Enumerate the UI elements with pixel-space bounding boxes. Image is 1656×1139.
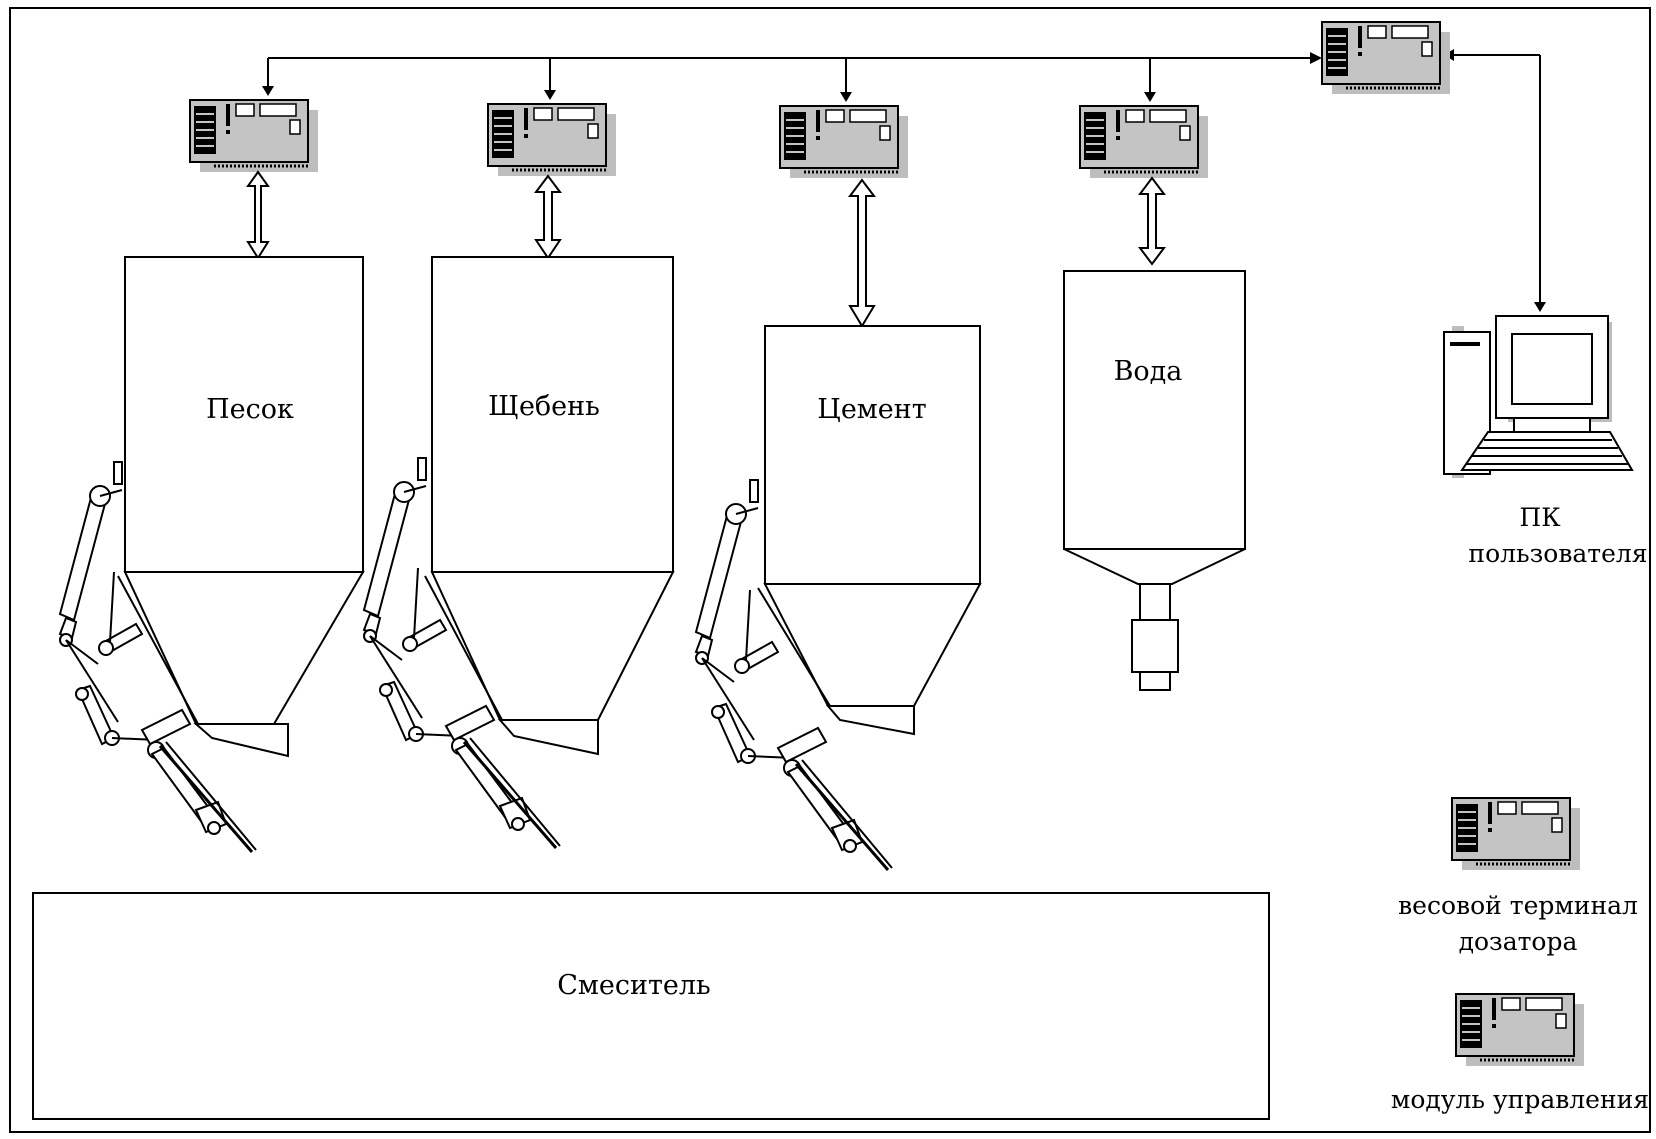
pc-label-line2: пользователя [1468, 539, 1647, 568]
control-module-icon [1454, 992, 1586, 1068]
control-module-icon [1320, 20, 1452, 96]
diagram-frame [9, 7, 1651, 1133]
weigh-terminal-icon [1450, 796, 1582, 872]
data-link-arrows [246, 170, 1166, 328]
mixer: Смеситель [32, 892, 1270, 1120]
hopper-water: Вода [1063, 270, 1246, 691]
hopper-label: Щебень [488, 391, 600, 422]
hopper-gravel: Щебень [424, 256, 675, 756]
hopper-label: Песок [206, 394, 294, 425]
legend-control-module-label: модуль управления [1391, 1085, 1649, 1114]
control-bus [267, 54, 1541, 306]
weigh-terminal-icon [1078, 104, 1210, 180]
hopper-label: Цемент [817, 394, 926, 425]
legend: весовой терминал дозатора модуль управле… [1391, 796, 1649, 1114]
legend-weigh-terminal-line2: дозатора [1459, 927, 1578, 956]
pc-label-line1: ПК [1519, 503, 1561, 532]
hopper-sand: Песок [117, 256, 365, 758]
weigh-terminal-icon [486, 102, 618, 178]
mixer-label: Смеситель [557, 970, 711, 1001]
hopper-cement: Цемент [757, 325, 982, 736]
weigh-terminal-icon [778, 104, 910, 180]
weigh-terminal-icon [188, 98, 320, 174]
hopper-label: Вода [1114, 356, 1183, 387]
legend-weigh-terminal-line1: весовой терминал [1398, 891, 1638, 920]
computer-icon [1443, 315, 1634, 478]
